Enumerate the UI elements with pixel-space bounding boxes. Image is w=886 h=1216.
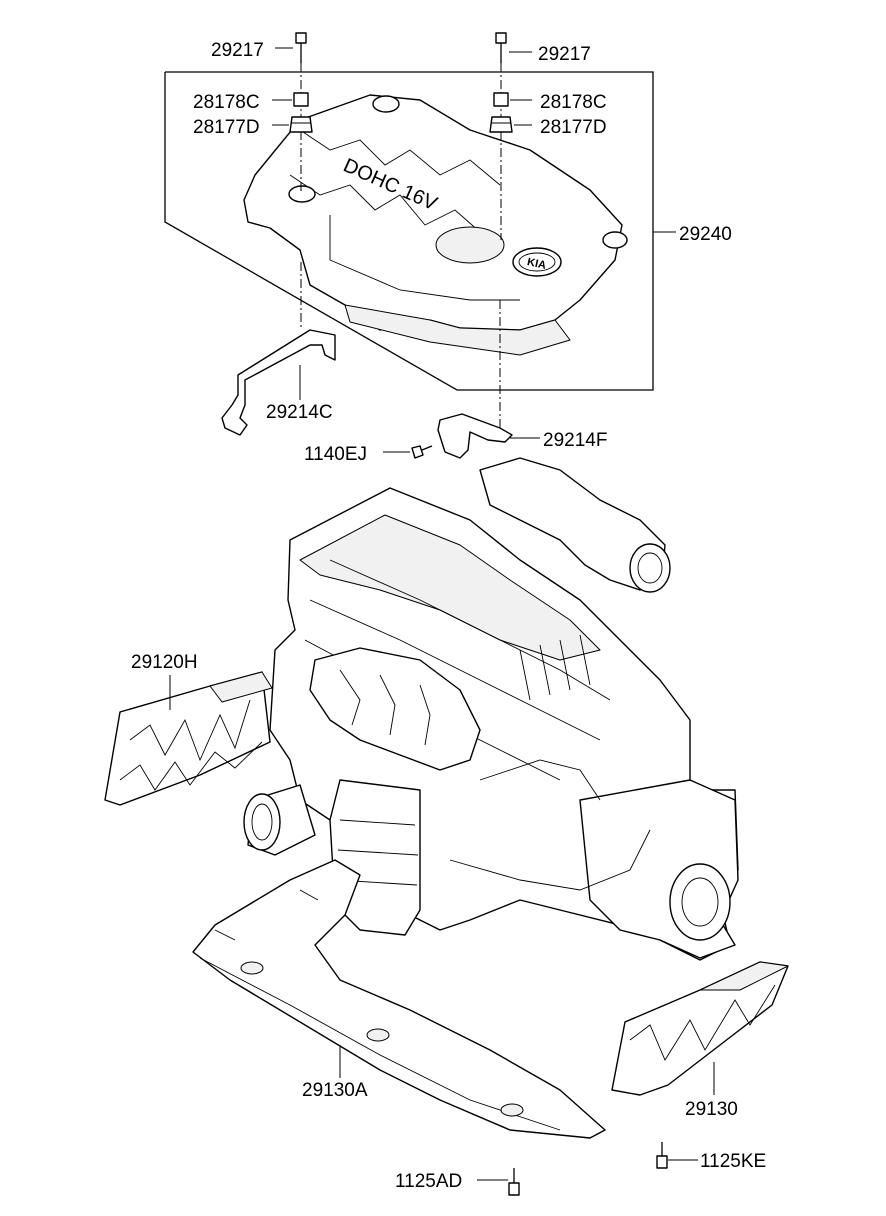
callout-bolt-left: 29217 — [211, 40, 264, 61]
callout-bracket-right: 29214F — [543, 430, 607, 451]
bracket-right — [437, 413, 513, 459]
collar-icon — [293, 92, 509, 107]
callout-heat-shield-lower: 29130 — [685, 1099, 738, 1120]
bracket-left — [221, 329, 336, 436]
bolt-icon — [508, 1142, 668, 1196]
callout-bolt-right: 29217 — [538, 44, 591, 65]
heat-shield-upper — [104, 671, 273, 806]
callout-grommet-left: 28177D — [193, 117, 260, 138]
callout-grommet-right: 28177D — [540, 117, 607, 138]
callout-collar-left: 28178C — [193, 92, 260, 113]
callout-heat-shield-upper: 29120H — [131, 652, 198, 673]
engine-assembly — [243, 457, 739, 961]
screw-icon — [411, 445, 433, 459]
callout-engine-cover: 29240 — [679, 224, 732, 245]
callout-under-cover: 29130A — [302, 1080, 368, 1101]
grommet-icon — [289, 116, 513, 133]
under-cover — [192, 859, 606, 1139]
callout-bracket-screw: 1140EJ — [304, 444, 367, 465]
callout-bracket-left: 29214C — [266, 402, 333, 423]
callout-collar-right: 28178C — [540, 92, 607, 113]
callout-heat-shield-bolt: 1125KE — [700, 1151, 766, 1172]
bolt-icon — [295, 32, 507, 63]
emblem-text: KIA — [526, 256, 547, 272]
cover-frame — [164, 71, 654, 391]
engine-cover: KIA DOHC 16V — [243, 94, 628, 356]
heat-shield-lower — [611, 961, 789, 1096]
callout-under-cover-bolt: 1125AD — [395, 1171, 462, 1192]
